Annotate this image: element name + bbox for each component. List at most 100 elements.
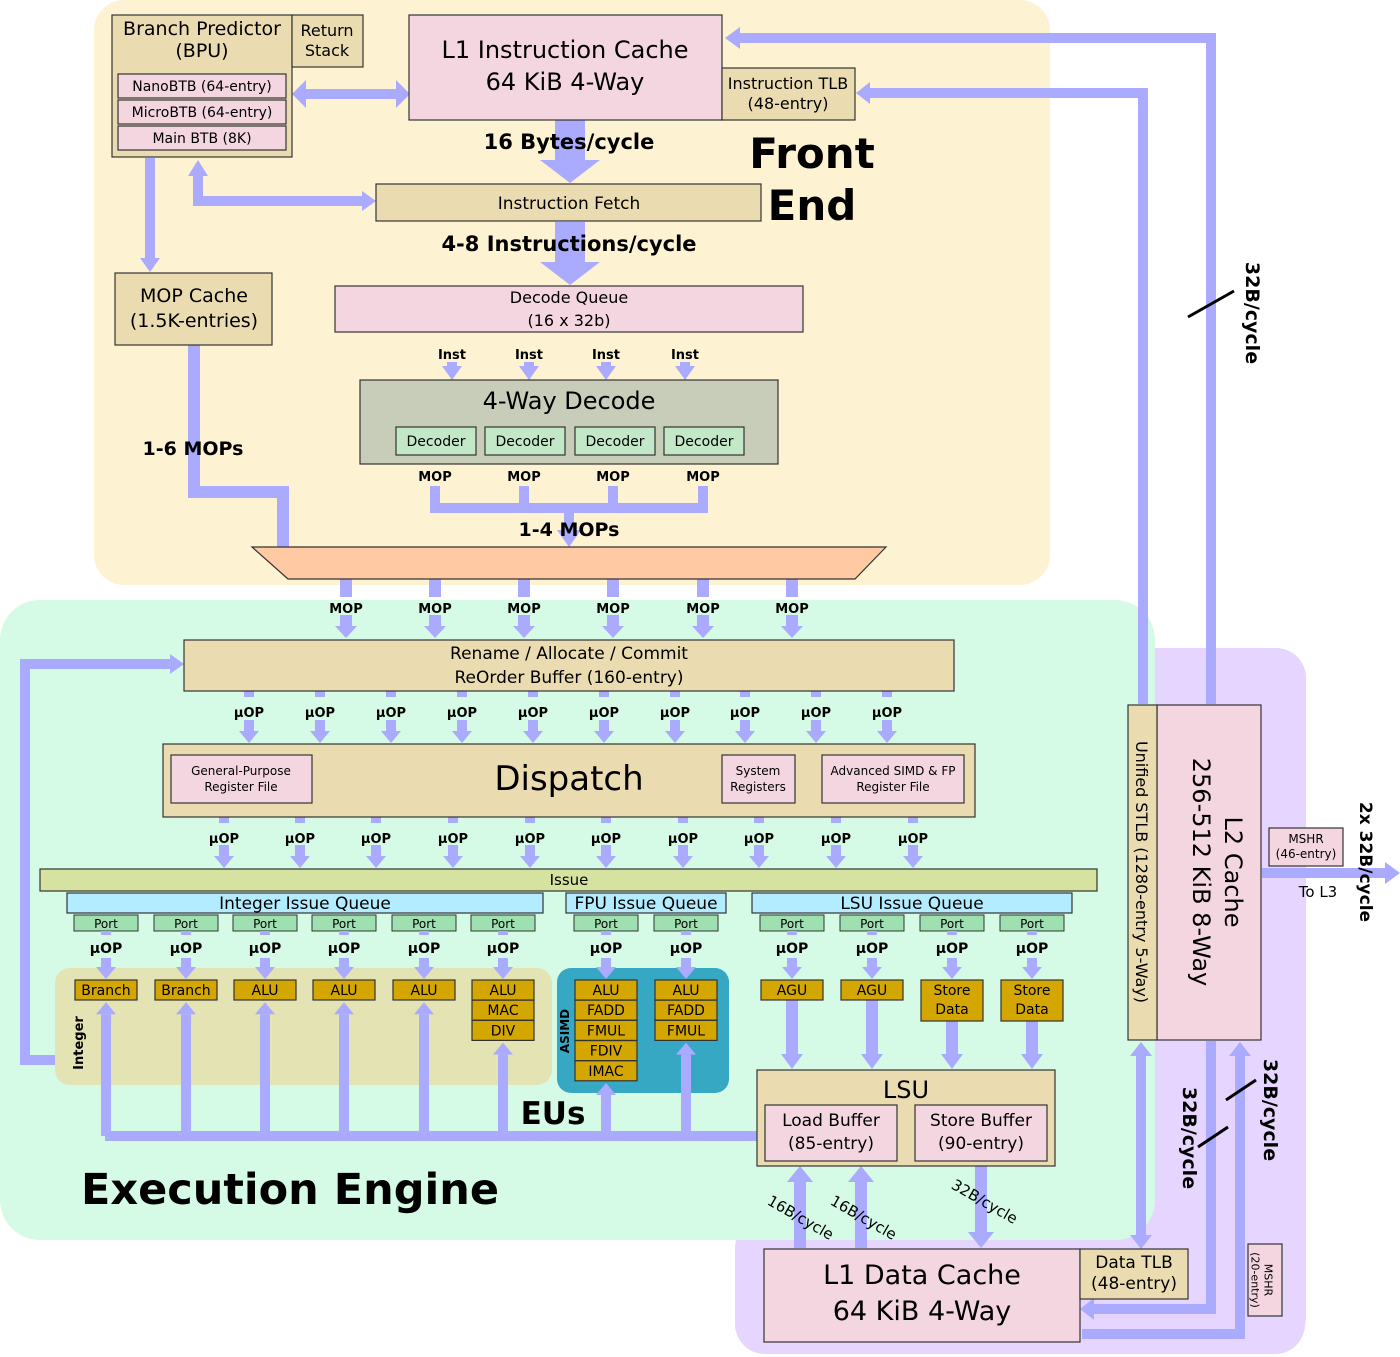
lsu-unit-box (840, 979, 904, 1001)
integer-unit: Branch (161, 983, 210, 999)
execution-engine-title: Execution Engine (81, 1165, 499, 1215)
decoder-mop-label: MOP (418, 470, 452, 485)
uop-label: µOP (898, 832, 928, 847)
lsu-unit-arrows (781, 1000, 1043, 1069)
integer-unit: ALU (411, 983, 438, 999)
decoder: Decoder (586, 434, 645, 450)
port-uop-label: µOP (1016, 941, 1048, 957)
store-buffer: Store Buffer(90-entry) (930, 1111, 1032, 1154)
mshr-l1d-box (1247, 1243, 1283, 1317)
fpu-unit: FADD (587, 1003, 625, 1019)
uop-label: µOP (872, 706, 902, 721)
fpu-unit-box (654, 1019, 718, 1042)
mshr-l2-box (1268, 827, 1344, 867)
return-stack-box (291, 14, 364, 68)
load-buffer-box (764, 1104, 898, 1162)
fpu-unit: FMUL (667, 1023, 705, 1039)
uop-label: µOP (209, 832, 239, 847)
bw-l2-l1d-b: 32B/cycle (1178, 1087, 1200, 1189)
integer-unit: ALU (252, 983, 279, 999)
integer-unit-box (233, 979, 297, 1001)
issue: Issue (550, 871, 589, 889)
mops-1-4: 1-4 MOPs (519, 519, 620, 541)
integer-unit: DIV (491, 1023, 516, 1039)
port: Port (412, 917, 436, 931)
decode-queue-box (334, 285, 804, 333)
uop-label: µOP (515, 832, 545, 847)
decoder-box (574, 426, 656, 456)
simd-rf-box (821, 754, 965, 804)
mux-mop-label: MOP (507, 602, 541, 617)
store-buffer-box (914, 1104, 1048, 1162)
port: Port (860, 917, 884, 931)
fpu-unit: FMUL (587, 1023, 625, 1039)
uop-label: µOP (285, 832, 315, 847)
inst-label: Inst (515, 348, 543, 363)
insts-per-cycle: 4-8 Instructions/cycle (441, 232, 696, 256)
branch-predictor: Branch Predictor(BPU) NanoBTB (64-entry)… (111, 14, 293, 158)
port-uop-label: µOP (590, 941, 622, 957)
decoder-box (484, 426, 566, 456)
uop-label: µOP (518, 706, 548, 721)
front-end-arrows (20, 80, 708, 1065)
bw-l2-l1i: 32B/cycle (1241, 262, 1263, 364)
gprf-box (170, 754, 313, 804)
port-uop-label: µOP (408, 941, 440, 957)
four-way-decode: 4-Way Decode (483, 387, 656, 415)
integer-unit: MAC (487, 1003, 518, 1019)
decoder-box (395, 426, 477, 456)
main-btb: Main BTB (8K) (152, 131, 251, 147)
bw-l3: 2x 32B/cycle (1355, 802, 1375, 922)
uop-label: µOP (376, 706, 406, 721)
uop-label: µOP (361, 832, 391, 847)
port-uop-label: µOP (170, 941, 202, 957)
l1d-box (763, 1248, 1081, 1343)
fpu-issue-queue: FPU Issue Queue (574, 894, 717, 914)
lsu-unit: AGU (857, 983, 887, 999)
port: Port (594, 917, 618, 931)
instruction-tlb: Instruction TLB(48-entry) (728, 74, 848, 113)
integer-unit: ALU (490, 983, 517, 999)
bpu-title: Branch Predictor(BPU) (123, 18, 281, 62)
decoder: Decoder (675, 434, 734, 450)
integer-unit: ALU (331, 983, 358, 999)
decoder: Decoder (496, 434, 555, 450)
port: Port (253, 917, 277, 931)
port-uop-label: µOP (670, 941, 702, 957)
integer-label: Integer (72, 1016, 87, 1070)
uop-arrows (214, 691, 923, 868)
uop-label: µOP (660, 706, 690, 721)
uop-label: µOP (591, 832, 621, 847)
asimd-label: ASIMD (558, 1009, 572, 1053)
uop-label: µOP (801, 706, 831, 721)
inst-label: Inst (671, 348, 699, 363)
mux-mop-label: MOP (418, 602, 452, 617)
bytes-per-cycle: 16 Bytes/cycle (484, 130, 655, 154)
port-uop-label: µOP (856, 941, 888, 957)
lsu-issue-queue: LSU Issue Queue (840, 894, 983, 914)
port-uop-label: µOP (487, 941, 519, 957)
port-uop-label: µOP (328, 941, 360, 957)
mux-mop-label: MOP (775, 602, 809, 617)
mux-mop-arrows (335, 579, 803, 638)
lsu-unit-box (920, 979, 984, 1022)
lsu-title: LSU (883, 1076, 929, 1104)
sysreg-box (721, 754, 796, 804)
mux-mop-label: MOP (329, 602, 363, 617)
fpu-unit: IMAC (588, 1064, 624, 1080)
port-uop-label: µOP (90, 941, 122, 957)
l1i-box (408, 14, 723, 121)
